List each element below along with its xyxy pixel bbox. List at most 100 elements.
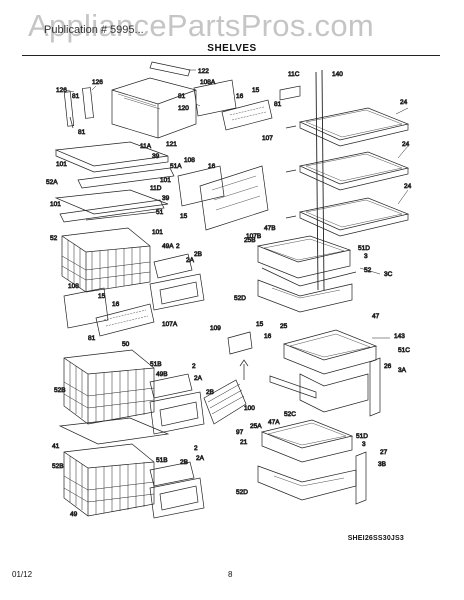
callout: 52	[50, 235, 58, 242]
callout: 3B	[378, 461, 386, 468]
callout: 11A	[140, 143, 152, 150]
guide-26	[369, 357, 381, 417]
callout: 41	[52, 443, 60, 450]
callout: 126	[56, 87, 67, 94]
frame-52D-upper	[257, 279, 353, 313]
leader-lines	[65, 69, 409, 339]
callout: 52D	[234, 295, 246, 302]
callout: 97	[236, 429, 244, 436]
callout: 16	[208, 163, 216, 170]
callout: 108A	[200, 79, 216, 86]
callout: 52B	[54, 387, 66, 394]
upper-left-parts	[63, 61, 273, 139]
tray-11A	[111, 77, 197, 139]
diagram-code: SHEI26SS30JS3	[347, 535, 404, 542]
drawer-trim-upper	[149, 253, 205, 311]
shelf-101-mid	[54, 189, 169, 215]
callout: 25	[280, 323, 288, 330]
callout: 49A	[162, 243, 174, 250]
callout: 3A	[398, 367, 407, 374]
basket-49A	[61, 227, 151, 293]
callout: 52B	[52, 463, 64, 470]
callout: 122	[198, 68, 209, 75]
callout: 21	[240, 439, 248, 446]
guide-27	[355, 451, 367, 505]
callout: 143	[394, 333, 405, 340]
callout: 101	[160, 177, 171, 184]
callout: 51B	[150, 361, 162, 368]
callout: 24	[404, 183, 412, 190]
basket-49	[58, 417, 170, 517]
callout: 107	[262, 135, 273, 142]
part-109	[227, 331, 253, 355]
callout: 15	[256, 321, 264, 328]
callout: 108	[68, 283, 79, 290]
callout: 24	[400, 99, 408, 106]
callout: 107B	[246, 233, 261, 240]
crisper-25B	[256, 235, 357, 313]
callout: 47	[372, 313, 380, 320]
callout: 15	[252, 87, 260, 94]
bracket-11C	[279, 85, 301, 101]
section-title: SHELVES	[207, 43, 257, 54]
callout: 3	[362, 441, 366, 448]
callout: 81	[274, 101, 282, 108]
callout: 15	[180, 213, 188, 220]
cover-41	[58, 417, 170, 445]
callout: 109	[210, 325, 221, 332]
callout: 2B	[194, 251, 202, 258]
callout: 24	[402, 141, 410, 148]
callout: 120	[178, 105, 189, 112]
part-126-a	[63, 91, 75, 127]
callout: 26	[384, 363, 392, 370]
callout: 47B	[264, 225, 276, 232]
callout: 2A	[194, 375, 203, 382]
callout: 11C	[288, 71, 300, 78]
callout: 51B	[156, 457, 168, 464]
callout: 52D	[236, 489, 248, 496]
callout: 2A	[196, 455, 205, 462]
rail-140	[315, 71, 319, 291]
callout: 107A	[162, 321, 178, 328]
callout: 49	[70, 511, 78, 518]
callout: 51D	[358, 245, 370, 252]
callout: 39	[152, 153, 160, 160]
callout: 50	[122, 341, 130, 348]
rail-52C	[269, 375, 317, 399]
callout: 101	[56, 161, 67, 168]
watermark-logo: AppliancePartsPros.com	[28, 8, 375, 43]
callout: 15	[98, 293, 106, 300]
callout: 52	[364, 267, 372, 274]
callout: 121	[166, 141, 177, 148]
callout: 51	[156, 209, 164, 216]
callout: 11D	[150, 185, 162, 192]
callout: 51D	[356, 433, 368, 440]
callout: 16	[112, 301, 120, 308]
callout: 51C	[398, 347, 410, 354]
callout: 2B	[206, 389, 214, 396]
crisper-25	[269, 329, 381, 417]
callout: 108	[184, 157, 195, 164]
footer-date: 01/12	[12, 570, 33, 579]
screw-81	[69, 116, 74, 129]
control-107	[221, 99, 273, 131]
callout-labels: 126 81 126 81 122 81 120 121 11A 108A 16…	[46, 68, 412, 519]
callout: 52C	[284, 411, 296, 418]
callout: 2A	[186, 257, 195, 264]
right-cantilever-shelves	[279, 69, 410, 291]
callout: 25A	[250, 423, 262, 430]
callout: 81	[178, 93, 186, 100]
footer-page-number: 8	[228, 570, 233, 579]
callout: 3	[364, 253, 368, 260]
callout: 81	[78, 129, 86, 136]
callout: 100	[244, 405, 255, 412]
callout: 126	[92, 79, 103, 86]
drawer-trim-lower	[149, 461, 205, 519]
callout: 16	[236, 93, 244, 100]
crisper-25A	[257, 419, 367, 505]
left-glass-shelves	[54, 141, 175, 223]
publication-subtitle: Publication # 5995...	[44, 24, 144, 36]
control-housing-107B	[177, 165, 269, 231]
